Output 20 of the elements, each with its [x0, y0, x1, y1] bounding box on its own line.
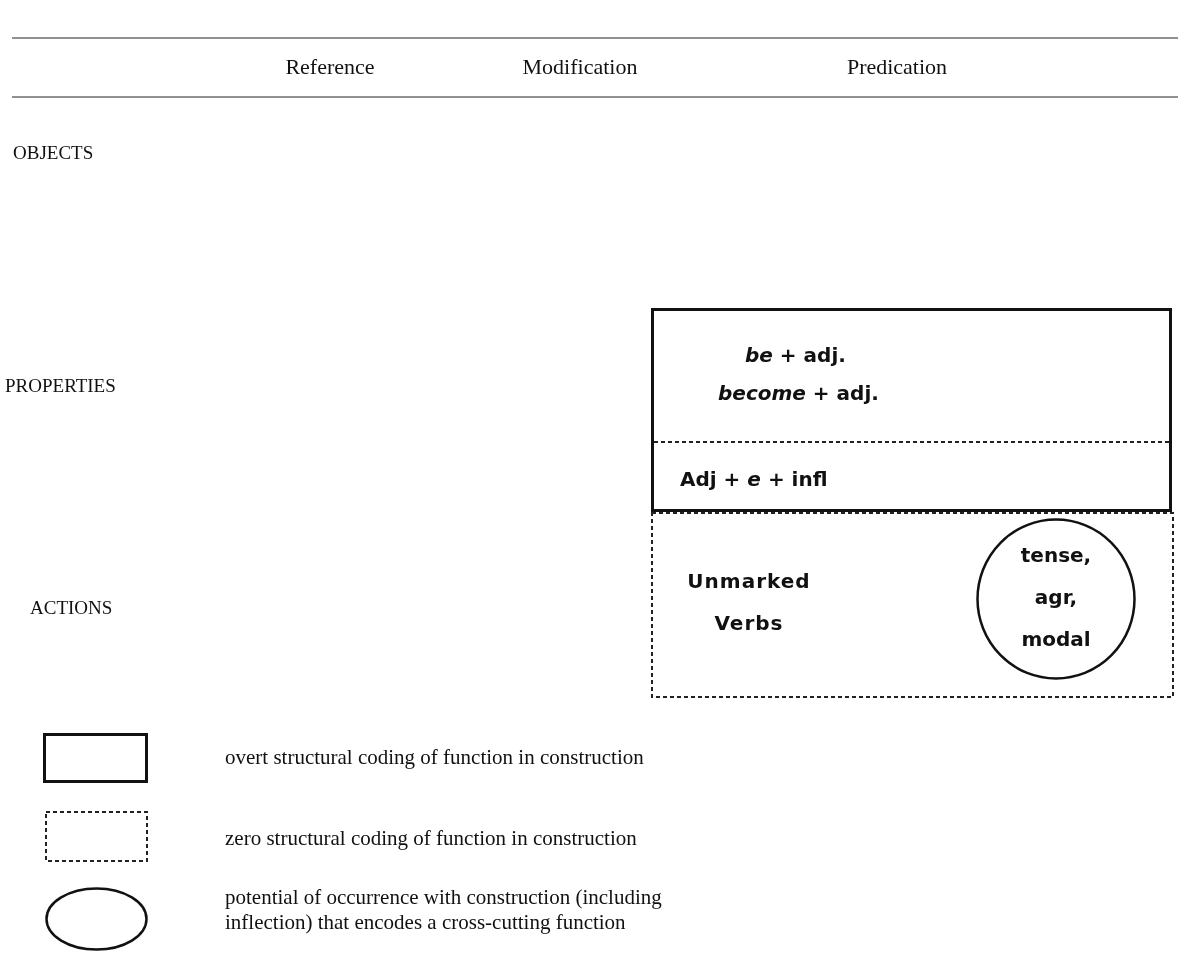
- construction-text: become + adj.: [718, 380, 879, 407]
- legend-text: potential of occurrence with construction (including inflection) that encodes a cross-cutting function: [225, 885, 663, 935]
- inflection-circle: [976, 518, 1136, 680]
- circle-text: tense, agr, modal: [1019, 542, 1093, 653]
- construction-text: be + adj.: [745, 342, 846, 369]
- overt-coding-box: [651, 308, 1172, 512]
- zero-coding-box: [651, 512, 1174, 698]
- construction-text: Adj + e + infl: [680, 466, 828, 493]
- legend-text: overt structural coding of function in construction: [225, 745, 645, 770]
- column-heading: Modification: [522, 54, 638, 80]
- ellipse-sample: [45, 887, 148, 951]
- column-heading: Reference: [285, 54, 375, 80]
- solid-box-sample: [43, 733, 148, 783]
- row-heading: OBJECTS: [13, 142, 94, 164]
- column-heading: Predication: [846, 54, 948, 80]
- row-heading: ACTIONS: [30, 597, 113, 619]
- construction-text: Unmarked Verbs: [686, 568, 812, 637]
- legend-text: zero structural coding of function in construction: [225, 826, 638, 851]
- row-heading: PROPERTIES: [5, 375, 116, 397]
- dashed-box-sample: [45, 811, 148, 862]
